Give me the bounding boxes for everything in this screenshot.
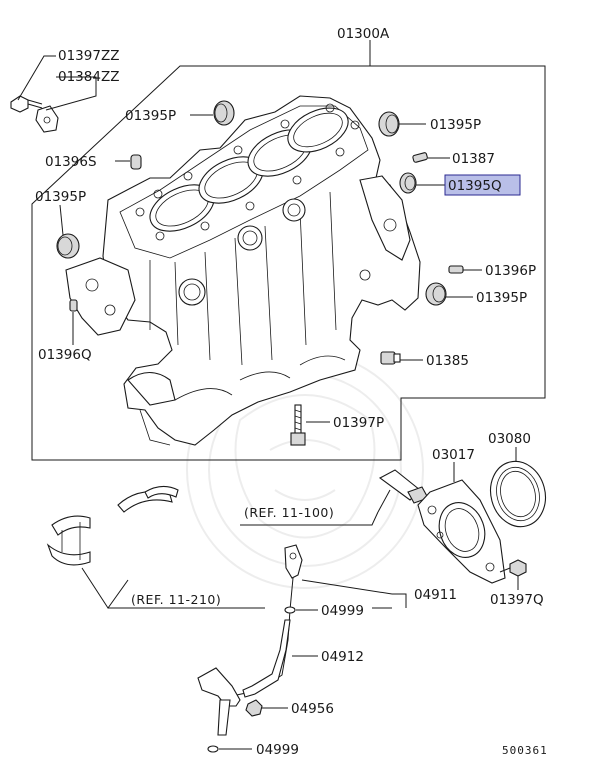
label-pin-q[interactable]: 01396Q xyxy=(38,347,92,363)
leader-ref-upper-line xyxy=(240,511,379,526)
plug-01395p-top[interactable] xyxy=(213,100,235,126)
plug-01395q[interactable] xyxy=(399,172,417,194)
bolt-04956[interactable] xyxy=(245,699,263,717)
pin-01396p[interactable] xyxy=(448,265,464,274)
thrust-bearing-upper[interactable] xyxy=(117,485,179,513)
oil-level-gauge-04911[interactable] xyxy=(231,544,303,697)
plug-01395p-right[interactable] xyxy=(425,282,447,306)
leader-bolt-zz xyxy=(17,55,56,101)
label-oil-gauge[interactable]: 04911 xyxy=(414,587,457,603)
plug-01395p-top-right[interactable] xyxy=(378,111,400,137)
label-bolt-q[interactable]: 01397Q xyxy=(490,592,544,608)
oring-04999-upper[interactable] xyxy=(284,606,296,614)
pin-01396q[interactable] xyxy=(69,299,78,312)
label-bolt-zz[interactable]: 01397ZZ xyxy=(58,48,119,64)
label-plug-q[interactable]: 01395Q xyxy=(448,178,502,194)
label-pin-387[interactable]: 01387 xyxy=(452,151,495,167)
label-oring-lower[interactable]: 04999 xyxy=(256,742,299,758)
bolt-01397zz[interactable] xyxy=(10,95,43,113)
label-plug-top-right[interactable]: 01395P xyxy=(430,117,481,133)
label-plug-385[interactable]: 01385 xyxy=(426,353,469,369)
oil-seal-03080[interactable] xyxy=(483,455,552,533)
label-guide[interactable]: 04912 xyxy=(321,649,364,665)
label-bolt-p[interactable]: 01397P xyxy=(333,415,384,431)
label-washer-zz[interactable]: 01384ZZ xyxy=(58,69,119,85)
crank-bearing-lower[interactable] xyxy=(46,515,91,566)
washer-01384zz[interactable] xyxy=(35,105,59,133)
label-oring-upper[interactable]: 04999 xyxy=(321,603,364,619)
leader-ref-lower xyxy=(81,567,129,609)
label-plug-top-left[interactable]: 01395P xyxy=(125,108,176,124)
pin-01396s[interactable] xyxy=(130,154,142,170)
label-assembly[interactable]: 01300A xyxy=(337,26,390,42)
label-ref-lower[interactable]: (REF. 11-210) xyxy=(131,592,221,607)
leader-gauge-bracket xyxy=(301,579,407,609)
plug-01385[interactable] xyxy=(380,351,401,365)
plug-01395p-left[interactable] xyxy=(56,233,80,259)
bolt-01397q[interactable] xyxy=(499,559,527,577)
label-seal-case[interactable]: 03017 xyxy=(432,447,475,463)
pin-01387[interactable] xyxy=(412,152,428,163)
bolt-01397p[interactable] xyxy=(290,404,306,446)
cylinder-block[interactable] xyxy=(65,95,421,446)
oil-level-guide-04912[interactable] xyxy=(197,619,291,736)
oring-04999-lower[interactable] xyxy=(207,745,219,753)
leader-ref-upper xyxy=(377,489,391,513)
label-plug-left[interactable]: 01395P xyxy=(35,189,86,205)
leader-plug-left xyxy=(59,204,64,236)
sealant-tube[interactable] xyxy=(378,469,429,504)
label-bolt-956[interactable]: 04956 xyxy=(291,701,334,717)
highlight-01395q xyxy=(444,174,521,196)
label-plug-right[interactable]: 01395P xyxy=(476,290,527,306)
leader-washer-zz xyxy=(45,76,97,111)
label-pin-p[interactable]: 01396P xyxy=(485,263,536,279)
label-ref-upper[interactable]: (REF. 11-100) xyxy=(244,505,334,520)
label-pin-s[interactable]: 01396S xyxy=(45,154,97,170)
diagram-number: 500361 xyxy=(502,744,548,757)
assembly-frame xyxy=(31,65,546,461)
oil-seal-case-03017[interactable] xyxy=(417,479,506,584)
label-oil-seal[interactable]: 03080 xyxy=(488,431,531,447)
